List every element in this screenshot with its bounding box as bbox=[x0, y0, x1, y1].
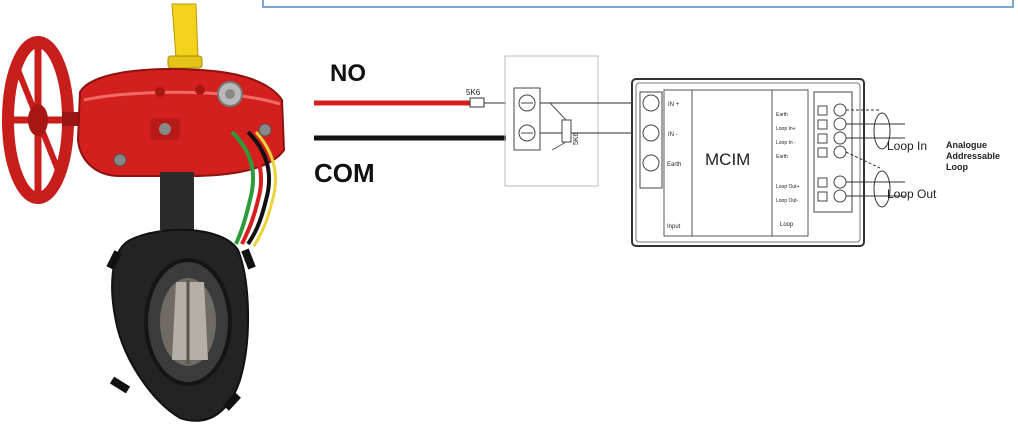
input-terminal-2: IN - bbox=[668, 132, 678, 138]
module-name: MCIM bbox=[705, 150, 750, 169]
gear-operator bbox=[76, 67, 286, 177]
input-terminal-3: Earth bbox=[667, 162, 681, 168]
loop-terminal-2: Loop In+ bbox=[776, 126, 796, 132]
loop-terminal-5: Loop Out+ bbox=[776, 184, 800, 190]
switch-enclosure bbox=[504, 55, 599, 187]
system-line-1: Analogue bbox=[946, 140, 987, 150]
input-label: Input bbox=[667, 224, 681, 230]
com-label: COM bbox=[314, 158, 375, 188]
resistor-symbol: 5K6 bbox=[466, 88, 506, 108]
butterfly-valve-image bbox=[2, 3, 286, 422]
resistor-label: 5K6 bbox=[466, 88, 481, 97]
loop-terminal-4: Earth bbox=[776, 154, 788, 160]
loop-in-label: Loop In bbox=[887, 139, 927, 153]
loop-terminal-1: Earth bbox=[776, 112, 788, 118]
handwheel bbox=[2, 36, 84, 204]
input-terminal-1: IN + bbox=[668, 102, 680, 108]
top-frame-border bbox=[262, 0, 1014, 8]
loop-out-label: Loop Out bbox=[887, 187, 937, 201]
loop-wiring bbox=[845, 109, 905, 208]
no-label: NO bbox=[330, 60, 366, 87]
system-line-3: Loop bbox=[946, 162, 968, 172]
system-line-2: Addressable bbox=[946, 151, 1000, 161]
terminal-block: 5K6 bbox=[513, 87, 636, 151]
mcim-module: IN + IN - Earth Input MCIM Earth Loop In… bbox=[631, 78, 865, 247]
loop-terminal-6: Loop Out- bbox=[776, 198, 799, 204]
loop-terminal-3: Loop In - bbox=[776, 140, 796, 146]
loop-label: Loop bbox=[780, 222, 794, 228]
resistor2-label: 5K6 bbox=[573, 132, 580, 145]
